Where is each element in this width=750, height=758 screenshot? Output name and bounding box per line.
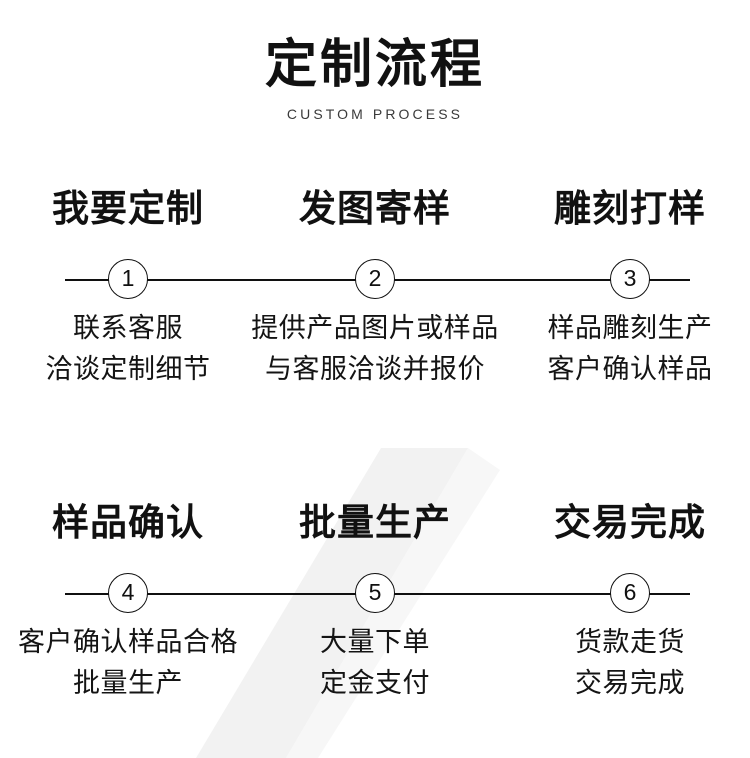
step-heading-4: 样品确认 <box>52 502 204 543</box>
step-description-line: 联系客服 <box>73 313 183 343</box>
step-description-line: 样品雕刻生产 <box>547 313 713 343</box>
page-subtitle: CUSTOM PROCESS <box>286 106 464 122</box>
step-description-line: 与客服洽谈并报价 <box>265 354 485 384</box>
step-heading-5: 批量生产 <box>299 502 451 543</box>
step-description-line: 货款走货 <box>575 627 685 657</box>
step-number-badge-3: 3 <box>610 259 650 299</box>
step-number-badge-2: 2 <box>355 259 395 299</box>
step-description-line: 客户确认样品 <box>547 354 713 384</box>
row-1-timeline: 1 2 3 <box>0 258 750 302</box>
row-2-timeline: 4 5 6 <box>0 572 750 616</box>
step-number-badge-4: 4 <box>108 573 148 613</box>
step-number-badge-1: 1 <box>108 259 148 299</box>
step-description-5: 大量下单 定金支付 <box>249 622 501 704</box>
step-number-badge-6: 6 <box>610 573 650 613</box>
step-description-3: 样品雕刻生产 客户确认样品 <box>504 308 750 390</box>
step-heading-6: 交易完成 <box>554 502 706 543</box>
step-description-4: 客户确认样品合格 批量生产 <box>2 622 254 704</box>
step-heading-2: 发图寄样 <box>299 188 451 229</box>
step-heading-3: 雕刻打样 <box>554 188 706 229</box>
header: 定制流程 CUSTOM PROCESS <box>0 0 750 123</box>
step-description-line: 客户确认样品合格 <box>18 627 238 657</box>
step-description-2: 提供产品图片或样品 与客服洽谈并报价 <box>249 308 501 390</box>
step-description-line: 交易完成 <box>575 668 685 698</box>
step-description-line: 提供产品图片或样品 <box>251 313 499 343</box>
page-title: 定制流程 <box>264 36 485 94</box>
step-description-line: 洽谈定制细节 <box>45 354 211 384</box>
step-number-badge-5: 5 <box>355 573 395 613</box>
step-description-line: 定金支付 <box>320 668 430 698</box>
step-heading-1: 我要定制 <box>52 188 204 229</box>
step-description-6: 货款走货 交易完成 <box>504 622 750 704</box>
step-description-line: 批量生产 <box>73 668 183 698</box>
step-description-line: 大量下单 <box>320 627 430 657</box>
step-description-1: 联系客服 洽谈定制细节 <box>2 308 254 390</box>
